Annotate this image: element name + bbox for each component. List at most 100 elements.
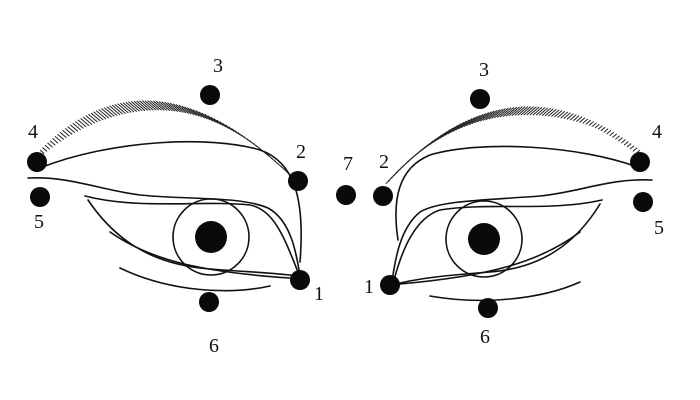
eyebrow-hair-stroke xyxy=(141,100,154,111)
eyebrow-hair-stroke xyxy=(93,111,104,121)
left-upper-eyelid-crease xyxy=(39,140,303,263)
eyebrow-hair-stroke xyxy=(579,117,586,123)
eyebrow-hair-stroke xyxy=(225,124,232,131)
left-label-4: 4 xyxy=(28,121,38,143)
right-upper-lid xyxy=(393,199,603,281)
eyebrow-hair-stroke xyxy=(155,100,168,111)
right-label-2: 2 xyxy=(379,151,389,173)
eyebrow-hair-stroke xyxy=(52,138,59,144)
left-label-3: 3 xyxy=(213,55,223,77)
eyebrow-hair-stroke xyxy=(195,110,206,119)
eyebrow-hair-stroke xyxy=(90,112,101,122)
eyebrow-hair-stroke xyxy=(485,109,498,121)
eyebrow-hair-stroke xyxy=(600,126,606,132)
left-pupil xyxy=(195,221,227,253)
left-eye: 1 2 3 4 5 6 xyxy=(27,55,324,357)
eyebrow-hair-stroke xyxy=(544,108,554,117)
eyebrow-hair-stroke xyxy=(136,100,149,111)
eyebrow-hair-stroke xyxy=(103,107,115,117)
eyebrow-hair-stroke xyxy=(101,108,112,118)
eyebrow-hair-stroke xyxy=(198,111,208,120)
eyebrow-hair-stroke xyxy=(623,141,629,146)
left-point-2 xyxy=(288,171,308,191)
eyebrow-hair-stroke xyxy=(44,144,51,150)
eyebrow-hair-stroke xyxy=(502,106,515,117)
eyebrow-hair-stroke xyxy=(158,101,171,112)
eyebrow-hair-stroke xyxy=(80,117,90,127)
eyebrow-hair-stroke xyxy=(54,135,62,142)
eyebrow-hair-stroke xyxy=(42,147,48,152)
eyebrow-hair-stroke xyxy=(189,108,200,117)
eyebrow-hair-stroke xyxy=(463,116,476,128)
left-point-3 xyxy=(200,85,220,105)
eyebrow-hair-stroke xyxy=(514,106,526,116)
eyebrow-hair-stroke xyxy=(150,100,162,111)
eyebrow-hair-stroke xyxy=(117,103,129,114)
eyebrow-hair-stroke xyxy=(216,119,224,127)
eyebrow-hair-stroke xyxy=(606,130,612,135)
right-upper-eyelid-crease xyxy=(395,145,641,241)
eyebrow-hair-stroke xyxy=(468,114,481,126)
eyebrow-hair-stroke xyxy=(629,145,635,150)
eyebrow-hair-stroke xyxy=(450,123,462,134)
right-pupil xyxy=(468,223,500,255)
eyebrow-hair-stroke xyxy=(520,106,532,116)
eyebrow-hair-stroke xyxy=(144,100,157,111)
eyebrow-hair-stroke xyxy=(172,103,184,113)
eyebrow-hair-stroke xyxy=(632,147,638,152)
eyebrow-hair-stroke xyxy=(175,104,187,114)
eyebrow-hair-stroke xyxy=(164,101,176,112)
eyebrow-hair-stroke xyxy=(569,114,577,121)
eyebrow-hair-stroke xyxy=(67,126,76,134)
eyebrow-hair-stroke xyxy=(442,127,454,138)
eyebrow-hair-stroke xyxy=(547,108,557,117)
eyebrow-hair-stroke xyxy=(114,103,126,114)
eyebrow-hair-stroke xyxy=(508,106,520,117)
right-point-1 xyxy=(380,275,400,295)
eyebrow-hair-stroke xyxy=(167,102,179,112)
right-point-3 xyxy=(470,89,490,109)
eyebrow-hair-stroke xyxy=(106,106,118,116)
left-label-2: 2 xyxy=(296,141,306,163)
eyebrow-hair-stroke xyxy=(458,119,470,130)
eyebrow-hair-stroke xyxy=(496,107,509,118)
eyebrow-hair-stroke xyxy=(207,115,216,123)
left-point-6 xyxy=(199,292,219,312)
eyebrow-hair-stroke xyxy=(541,107,551,117)
eyebrow-hair-stroke xyxy=(152,100,165,111)
eyebrow-hair-stroke xyxy=(88,113,98,123)
eyebrow-hair-stroke xyxy=(147,100,160,111)
eyebrow-hair-stroke xyxy=(529,106,540,116)
eyebrow-hair-stroke xyxy=(231,128,238,134)
eyebrow-hair-stroke xyxy=(603,128,609,133)
eyebrow-hair-stroke xyxy=(538,107,549,116)
right-eyebrow xyxy=(385,106,641,184)
eyebrow-hair-stroke xyxy=(617,137,623,142)
right-under-eye-line xyxy=(429,281,581,302)
eyebrow-hair-stroke xyxy=(64,127,73,135)
left-eyebrow xyxy=(39,100,295,179)
left-point-5 xyxy=(30,187,50,207)
eyebrow-hair-stroke xyxy=(523,106,534,116)
eyebrow-hair-stroke xyxy=(201,112,211,121)
eyebrow-hair-stroke xyxy=(111,104,124,115)
left-lower-lid-inner xyxy=(109,231,291,279)
right-eye: 1 2 3 4 5 6 xyxy=(364,59,664,348)
eyebrow-hair-stroke xyxy=(563,112,571,120)
left-eyelid-line xyxy=(27,177,301,277)
right-point-2 xyxy=(373,186,393,206)
eyebrow-hair-stroke xyxy=(82,116,93,125)
eyebrow-hair-stroke xyxy=(452,121,465,132)
eyebrow-hair-stroke xyxy=(566,113,574,120)
center-label-7: 7 xyxy=(343,153,353,175)
right-label-3: 3 xyxy=(479,59,489,81)
left-iris xyxy=(172,198,250,276)
right-lower-lid-inner xyxy=(399,231,581,285)
eyebrow-hair-stroke xyxy=(77,119,87,128)
eyebrow-hair-stroke xyxy=(474,112,487,124)
eyebrow-hair-stroke xyxy=(466,115,478,127)
eyebrow-hair-stroke xyxy=(597,125,603,130)
eyebrow-hair-stroke xyxy=(494,108,506,119)
eyebrow-hair-stroke xyxy=(69,124,79,132)
